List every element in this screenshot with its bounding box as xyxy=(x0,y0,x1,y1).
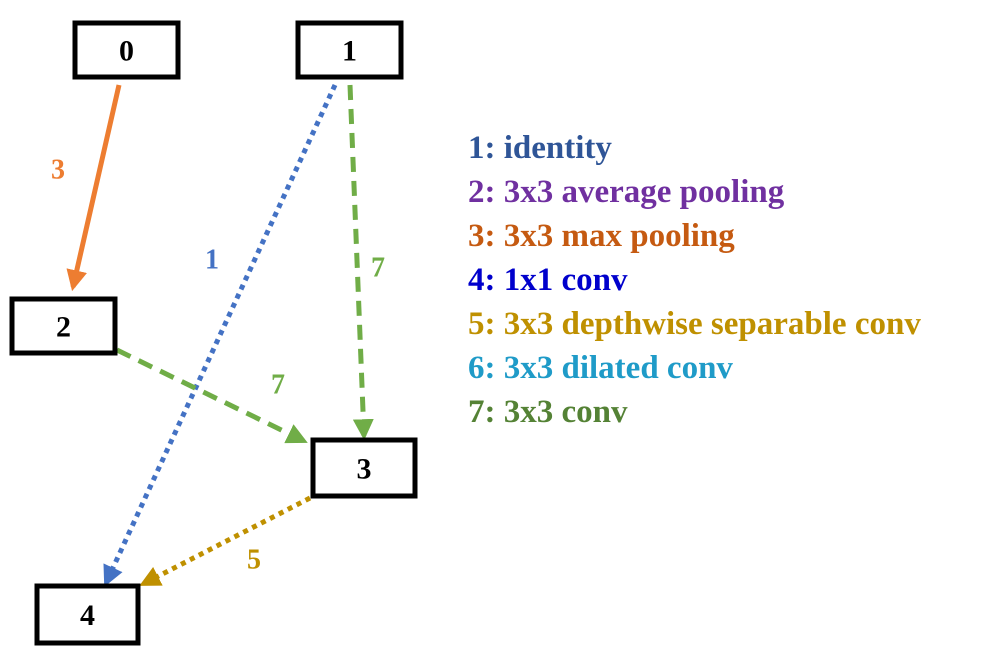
operation-legend: 1: identity 2: 3x3 average pooling 3: 3x3 … xyxy=(468,126,921,434)
node-box xyxy=(310,437,418,499)
edge-1-to-3 xyxy=(347,84,374,441)
edge-1-to-4 xyxy=(103,83,338,587)
legend-item: 2: 3x3 average pooling xyxy=(468,174,785,210)
legend-item: 5: 3x3 depthwise separable conv xyxy=(468,306,921,342)
edge-label-3-to-4: 5 xyxy=(247,545,261,576)
edge-label-1-to-4: 1 xyxy=(205,245,219,276)
legend-item: 6: 3x3 dilated conv xyxy=(468,350,733,386)
edge-0-to-2 xyxy=(66,84,122,292)
node-box xyxy=(9,296,118,356)
node-label: 3 xyxy=(357,453,372,486)
legend-item: 7: 3x3 conv xyxy=(468,394,628,430)
edge-label-2-to-3: 7 xyxy=(271,370,285,401)
node-1: 1 xyxy=(295,20,404,80)
edge-2-to-3 xyxy=(115,347,308,444)
node-label: 2 xyxy=(56,311,71,344)
node-label: 0 xyxy=(119,35,134,68)
edge-label-0-to-2: 3 xyxy=(51,155,65,186)
edges: 3 1 7 7 5 xyxy=(51,83,385,587)
legend-item: 4: 1x1 conv xyxy=(468,262,628,298)
legend-item: 3: 3x3 max pooling xyxy=(468,218,735,254)
node-2: 2 xyxy=(9,296,118,356)
legend-item: 1: identity xyxy=(468,130,612,166)
node-label: 1 xyxy=(342,35,357,68)
node-4: 4 xyxy=(34,583,141,646)
node-label: 4 xyxy=(80,599,95,632)
node-0: 0 xyxy=(72,20,181,80)
node-box xyxy=(34,583,141,646)
node-3: 3 xyxy=(310,437,418,499)
node-box xyxy=(72,20,181,80)
nodes: 0 1 2 3 4 xyxy=(9,20,418,646)
node-box xyxy=(295,20,404,80)
edge-3-to-4 xyxy=(139,495,312,587)
edge-label-1-to-3: 7 xyxy=(371,253,385,284)
